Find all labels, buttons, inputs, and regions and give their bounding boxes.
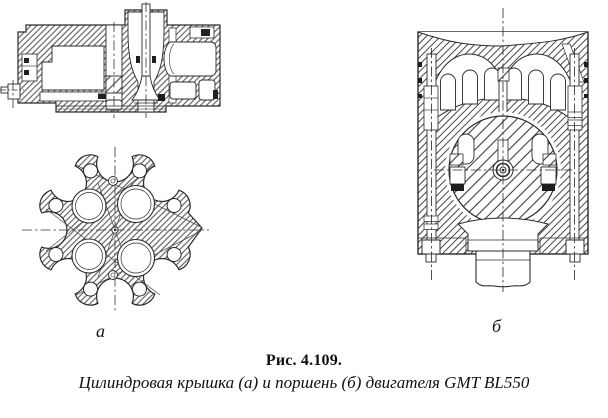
- cylinder-head-section-drawing: [0, 2, 221, 118]
- cylinder-head-bottom-view-drawing: [22, 147, 209, 313]
- ring-grooves: [418, 62, 588, 98]
- figure-drawings-canvas: [0, 2, 589, 313]
- port-openings: [71, 184, 156, 278]
- figure-drawings-area: [0, 2, 589, 313]
- centerlines: [0, 2, 147, 118]
- pin-retainers: [449, 153, 557, 191]
- figure-caption-title: Рис. 4.109.: [265, 352, 343, 369]
- piston-section-drawing: [417, 8, 589, 292]
- centerlines: [22, 147, 209, 313]
- figure-caption-text: Цилиндровая крышка (а) и поршень (б) дви…: [78, 373, 530, 392]
- panel-label-a: а: [96, 321, 105, 341]
- figure-caption: Рис. 4.109. Цилиндровая крышка (а) и пор…: [0, 351, 608, 394]
- centerlines: [431, 8, 575, 292]
- bolt-holes: [48, 163, 182, 297]
- studs: [421, 53, 585, 263]
- left-fitting: [0, 83, 21, 100]
- panel-label-b: б: [492, 316, 502, 336]
- cooling-gallery-arches: [440, 67, 566, 111]
